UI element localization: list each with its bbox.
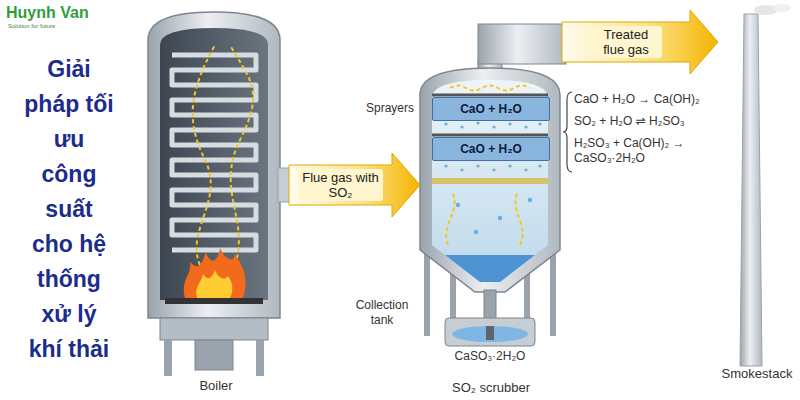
gas-flow <box>446 192 454 245</box>
page-title: Giải pháp tối ưu công suất cho hệ thống … <box>24 52 114 367</box>
node-label: Boiler <box>143 378 289 393</box>
equation-bracket <box>563 92 572 172</box>
node-label: CaO + H₂O <box>460 139 522 159</box>
tank-mixer <box>486 326 494 340</box>
node-label: CaO + H₂O <box>460 99 522 119</box>
reaction-equation: CaO + H₂O → Ca(OH)₂ <box>574 92 716 107</box>
scrubber-leg <box>550 248 556 336</box>
gas-flow <box>515 192 522 245</box>
boiler-leg <box>164 340 172 376</box>
drain-pipe <box>484 290 496 320</box>
flow-arrow <box>562 10 718 74</box>
boiler-node: Boiler <box>143 8 289 396</box>
brand-slogan: Solution for future <box>8 23 55 30</box>
fire-grate <box>165 298 263 304</box>
boiler-leg <box>256 340 264 376</box>
flame-core <box>196 270 232 298</box>
boiler-cutaway <box>160 28 268 300</box>
scrubber-shell <box>420 68 560 292</box>
outlet-hood <box>478 24 566 64</box>
node-label: SO₂ scrubber <box>420 380 562 395</box>
boiler-plinth <box>195 340 233 370</box>
product-label: CaSO₃·2H₂O <box>440 349 540 364</box>
flow-label: Treated flue gas <box>590 26 662 58</box>
boiler-base <box>160 318 268 340</box>
gas-flow <box>450 86 530 91</box>
part-label: Collection tank <box>346 298 418 328</box>
scrubber-leg <box>424 248 430 336</box>
brand-logo: Huynh Van <box>6 4 89 22</box>
flue-gas-flow <box>230 45 253 265</box>
node-label: Smokestack <box>718 366 796 381</box>
mist-eliminator <box>432 178 548 184</box>
smokestack-shape <box>740 14 762 366</box>
flame <box>184 248 246 298</box>
smokestack-node: Smokestack <box>718 4 796 384</box>
boiler-tubes <box>172 55 256 250</box>
flow-arrow <box>289 153 420 217</box>
flue-gas-flow <box>193 45 215 265</box>
smoke <box>773 4 791 12</box>
flow-label: Flue gas with SO₂ <box>299 169 383 201</box>
spray-band: CaO + H₂O <box>432 97 550 121</box>
reaction-equation: SO₂ + H₂O ⇌ H₂SO₃ <box>574 114 716 129</box>
tank-liquid <box>452 326 528 342</box>
scrubber-node: SO₂ scrubber CaO + H₂O CaO + H₂O <box>420 20 562 398</box>
part-label: Sprayers <box>346 101 414 116</box>
reaction-equation: H₂SO₃ + Ca(OH)₂ → CaSO₃·2H₂O <box>574 136 716 166</box>
slurry-water <box>445 255 535 282</box>
boiler-shell <box>148 12 280 318</box>
spray-band: CaO + H₂O <box>432 137 550 161</box>
collection-tank <box>445 318 535 346</box>
